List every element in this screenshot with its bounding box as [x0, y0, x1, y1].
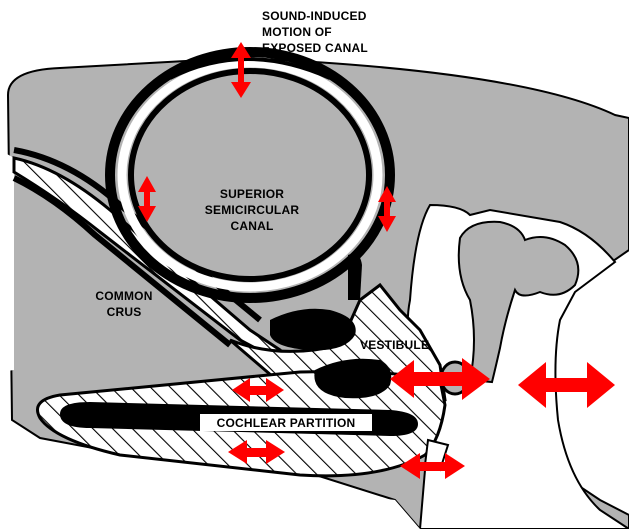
duct-stem: [348, 254, 362, 300]
label-sound-line1: SOUND-INDUCED: [262, 9, 367, 23]
label-cochlear-partition: COCHLEAR PARTITION: [217, 416, 356, 430]
label-ssc-line3: CANAL: [231, 219, 274, 233]
label-ssc-line1: SUPERIOR: [220, 187, 284, 201]
utricle-blob: [270, 309, 356, 350]
label-crus-line1: COMMON: [95, 289, 152, 303]
left-gap: [0, 150, 14, 372]
semicircular-canal-inner: [131, 71, 369, 279]
label-vestibule: VESTIBULE: [360, 338, 429, 352]
label-sound-line3: EXPOSED CANAL: [262, 41, 368, 55]
label-sound-line2: MOTION OF: [262, 25, 332, 39]
label-ssc-line2: SEMICIRCULAR: [205, 203, 300, 217]
label-crus-line2: CRUS: [107, 305, 142, 319]
